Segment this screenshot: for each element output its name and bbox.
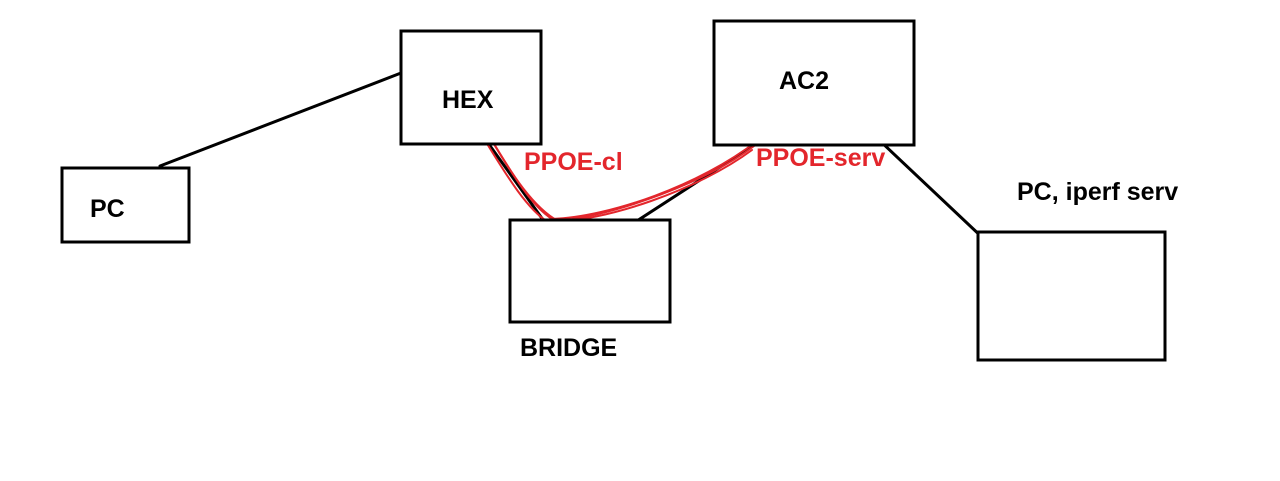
pc-left-label: PC <box>90 195 125 223</box>
pppoe-client-label: PPOE-cl <box>524 148 623 176</box>
link-ac2-pc-iperf <box>876 137 987 242</box>
pppoe-tunnel-stroke <box>487 133 758 221</box>
ac2-label: AC2 <box>779 67 829 95</box>
bridge-box <box>508 218 672 324</box>
pppoe-server-label: PPOE-serv <box>756 144 885 172</box>
pc-iperf-box <box>976 230 1167 362</box>
link-hex-bridge <box>486 141 548 226</box>
link-pc-hex <box>158 71 403 168</box>
pc-left-box <box>60 166 191 244</box>
hex-label: HEX <box>442 86 494 114</box>
ac2-box <box>712 19 916 147</box>
hex-box <box>399 29 543 146</box>
pc-iperf-label: PC, iperf serv <box>1017 178 1178 206</box>
bridge-label: BRIDGE <box>520 334 617 362</box>
